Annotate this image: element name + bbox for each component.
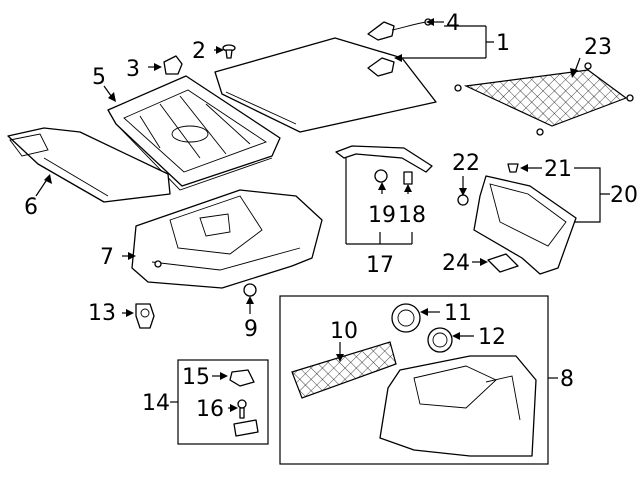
part-5-storage-tray (107, 75, 281, 191)
callout-20: 20 (610, 183, 638, 208)
part-4-hook-strap (367, 18, 432, 77)
part-10-net (291, 341, 397, 399)
part-2-push-pin (222, 44, 236, 59)
callout-5: 5 (92, 65, 106, 90)
part-15-clip (229, 369, 255, 387)
part-23-cargo-net (454, 62, 634, 136)
part-16-screw (237, 399, 247, 419)
part-20-trim-panel (473, 175, 577, 275)
arrowheads (44, 18, 578, 412)
callout-3: 3 (126, 57, 140, 82)
callout-4: 4 (446, 11, 460, 36)
part-9-pushpin (243, 283, 257, 297)
callout-2: 2 (192, 39, 206, 64)
callout-11: 11 (444, 301, 472, 326)
callout-12: 12 (478, 325, 506, 350)
callout-10: 10 (330, 319, 358, 344)
callout-8: 8 (560, 367, 574, 392)
part-3-clip (163, 55, 183, 75)
part-6-side-cover (7, 127, 171, 203)
callout-14: 14 (142, 391, 170, 416)
callout-15: 15 (182, 365, 210, 390)
callout-17: 17 (366, 253, 394, 278)
callout-labels: 1 2 3 4 5 6 7 8 9 10 11 12 13 14 15 16 1… (24, 11, 638, 422)
part-8-trim-assembly (379, 355, 537, 457)
callout-19: 19 (368, 203, 396, 228)
part-12-ring (427, 327, 453, 353)
callout-1: 1 (496, 31, 510, 56)
callout-16: 16 (196, 397, 224, 422)
callout-23: 23 (584, 35, 612, 60)
callout-7: 7 (100, 245, 114, 270)
group-8-frame (279, 295, 549, 465)
callout-21: 21 (544, 157, 572, 182)
part-17-weatherstrip (335, 145, 433, 185)
callout-18: 18 (398, 203, 426, 228)
part-7-side-trim (131, 189, 323, 289)
part-13-hook (135, 303, 155, 329)
part-24-bracket (487, 253, 519, 273)
callout-6: 6 (24, 195, 38, 220)
callout-24: 24 (442, 251, 470, 276)
part-11-ring (391, 303, 421, 333)
callout-9: 9 (244, 317, 258, 342)
part-16b-cap (233, 419, 259, 437)
callout-22: 22 (452, 151, 480, 176)
callout-13: 13 (88, 301, 116, 326)
